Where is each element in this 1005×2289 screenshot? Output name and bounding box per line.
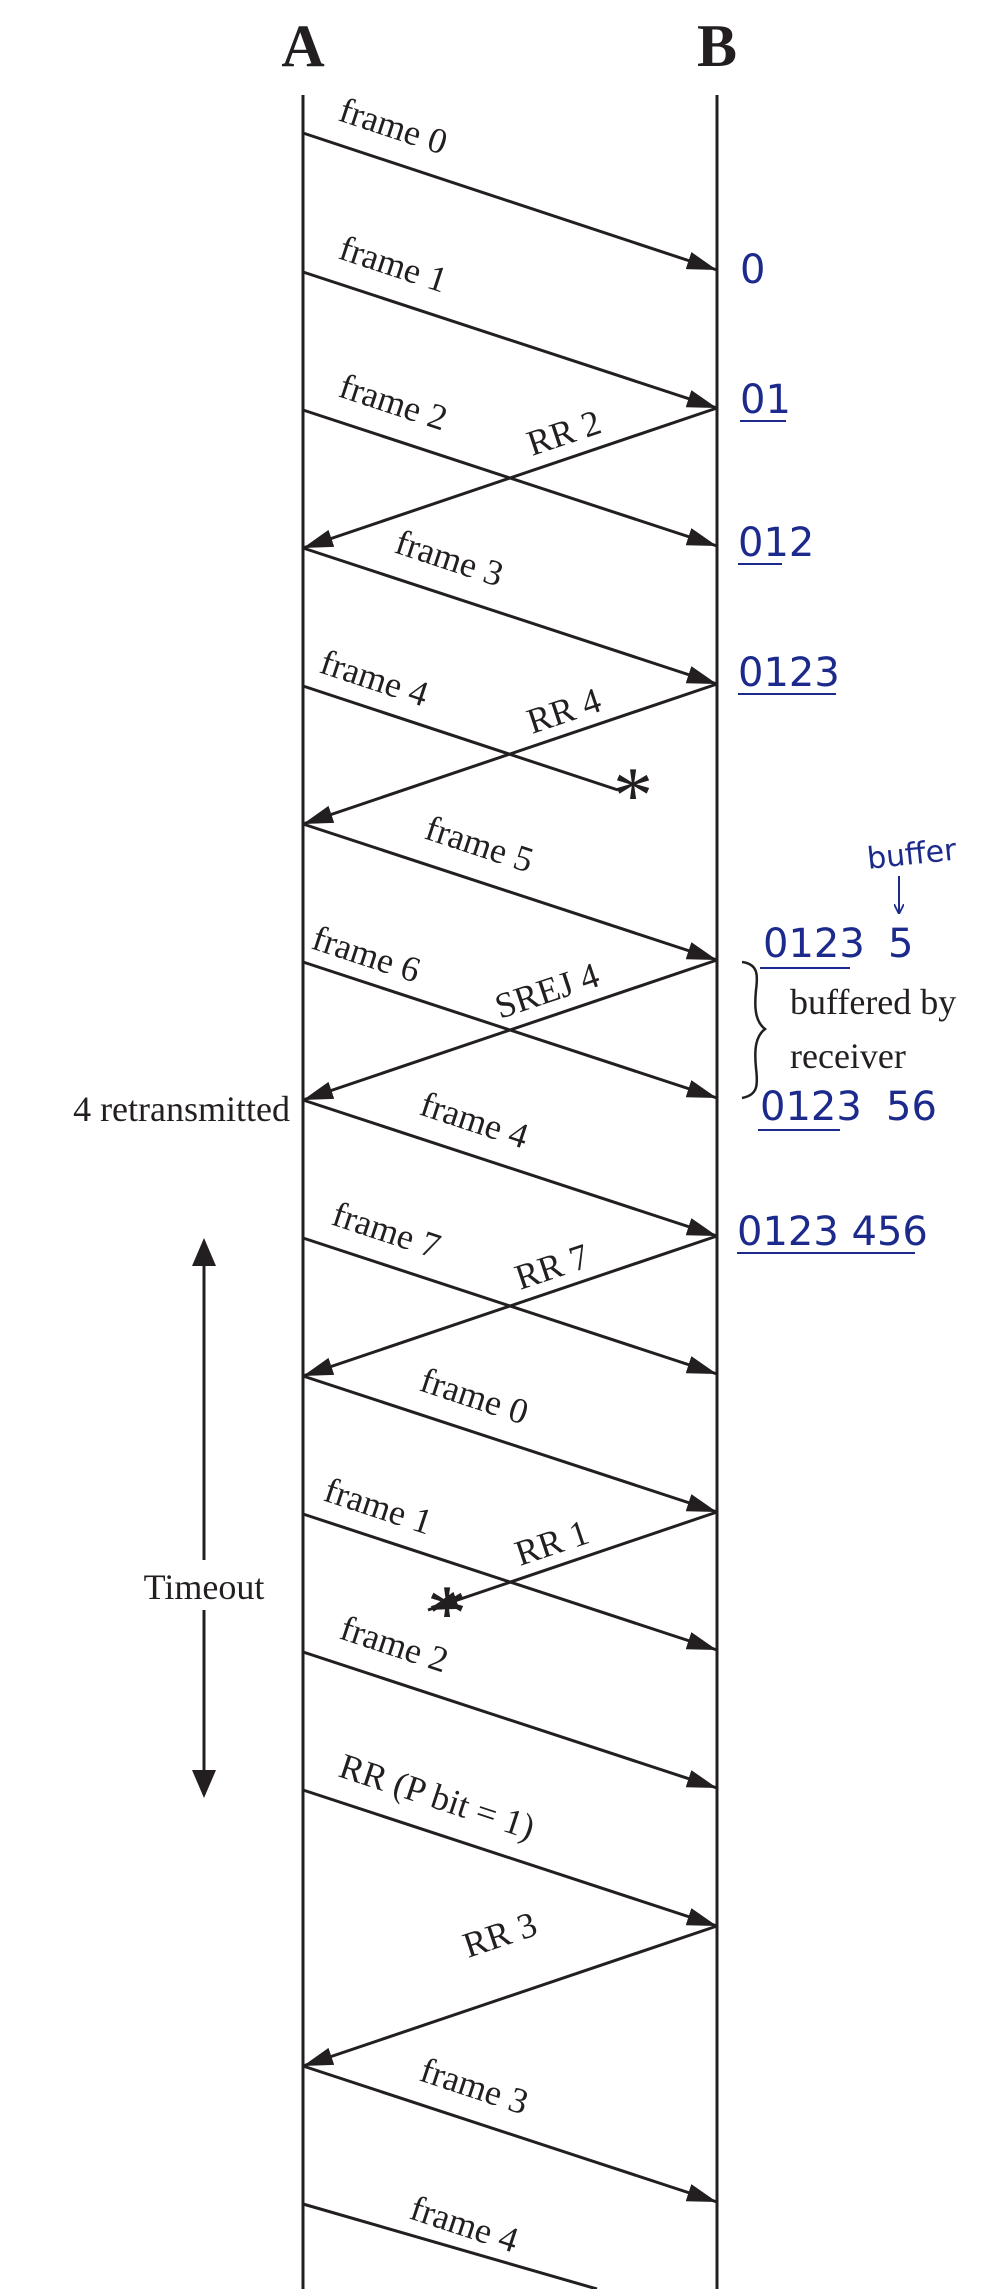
handwritten-note: 0123 <box>763 921 865 967</box>
poll-label: RR (P bit = 1) <box>334 1746 539 1848</box>
ack-label: RR 7 <box>510 1236 594 1298</box>
handwritten-note: 0 <box>740 247 765 293</box>
frame-label: frame 4 <box>415 1084 533 1157</box>
ack-label: RR 4 <box>522 680 606 742</box>
handwritten-note: 0123 456 <box>737 1209 928 1255</box>
handwritten-note: 012 <box>738 520 814 566</box>
ack-label: RR 3 <box>458 1904 542 1966</box>
buffered-note: buffered by <box>790 982 956 1022</box>
ack-label: RR 1 <box>510 1512 594 1574</box>
frame-label: frame 3 <box>415 2050 533 2123</box>
frame-label: frame 1 <box>319 1470 437 1543</box>
handwritten-note: 0123 <box>738 650 840 696</box>
frame-label: frame 0 <box>334 90 452 163</box>
handwritten-note: 0123 <box>760 1084 862 1130</box>
buffered-note: receiver <box>790 1036 906 1076</box>
handwritten-note: 01 <box>740 377 791 423</box>
ack-arrow <box>427 1510 718 1612</box>
frame-label: frame 0 <box>415 1360 533 1433</box>
ack-arrow <box>302 958 718 1102</box>
frame-arrow <box>302 131 718 272</box>
handwritten-note: 56 <box>886 1084 937 1130</box>
frame-arrow <box>302 2064 718 2204</box>
ack-label: RR 2 <box>522 402 606 464</box>
station-b-label: B <box>697 13 737 79</box>
handwritten-buffer-note: buffer <box>865 833 958 877</box>
poll-arrow <box>302 1788 718 1928</box>
buffered-brace <box>741 960 768 1100</box>
retransmitted-note: 4 retransmitted <box>73 1089 290 1129</box>
frame-arrow <box>302 1374 718 1514</box>
frame-arrow <box>302 822 718 962</box>
ack-arrow <box>302 1924 718 2068</box>
frame-arrow-lost <box>302 684 619 792</box>
frame-arrow <box>302 1650 718 1790</box>
frame-arrow <box>302 270 718 410</box>
timeout-label: Timeout <box>144 1567 265 1607</box>
timeout-label-bg <box>120 1560 288 1610</box>
ack-label: SREJ 4 <box>490 955 604 1027</box>
frame-arrow <box>302 546 718 686</box>
frame-arrow <box>302 2202 598 2289</box>
frame-label: frame 4 <box>315 642 433 715</box>
loss-mark: * <box>427 1570 467 1658</box>
timeout-arrow-head-down <box>192 1770 216 1798</box>
station-a-label: A <box>281 13 324 79</box>
frame-arrow <box>302 1098 718 1238</box>
frame-label: frame 6 <box>307 918 425 991</box>
ack-arrow <box>302 682 718 826</box>
ack-arrow <box>302 1234 718 1378</box>
ack-arrow <box>302 406 718 550</box>
frame-label: frame 7 <box>327 1194 445 1267</box>
loss-mark: * <box>613 752 653 840</box>
timeout-arrow-head-up <box>192 1238 216 1266</box>
handwritten-note: 5 <box>888 921 913 967</box>
